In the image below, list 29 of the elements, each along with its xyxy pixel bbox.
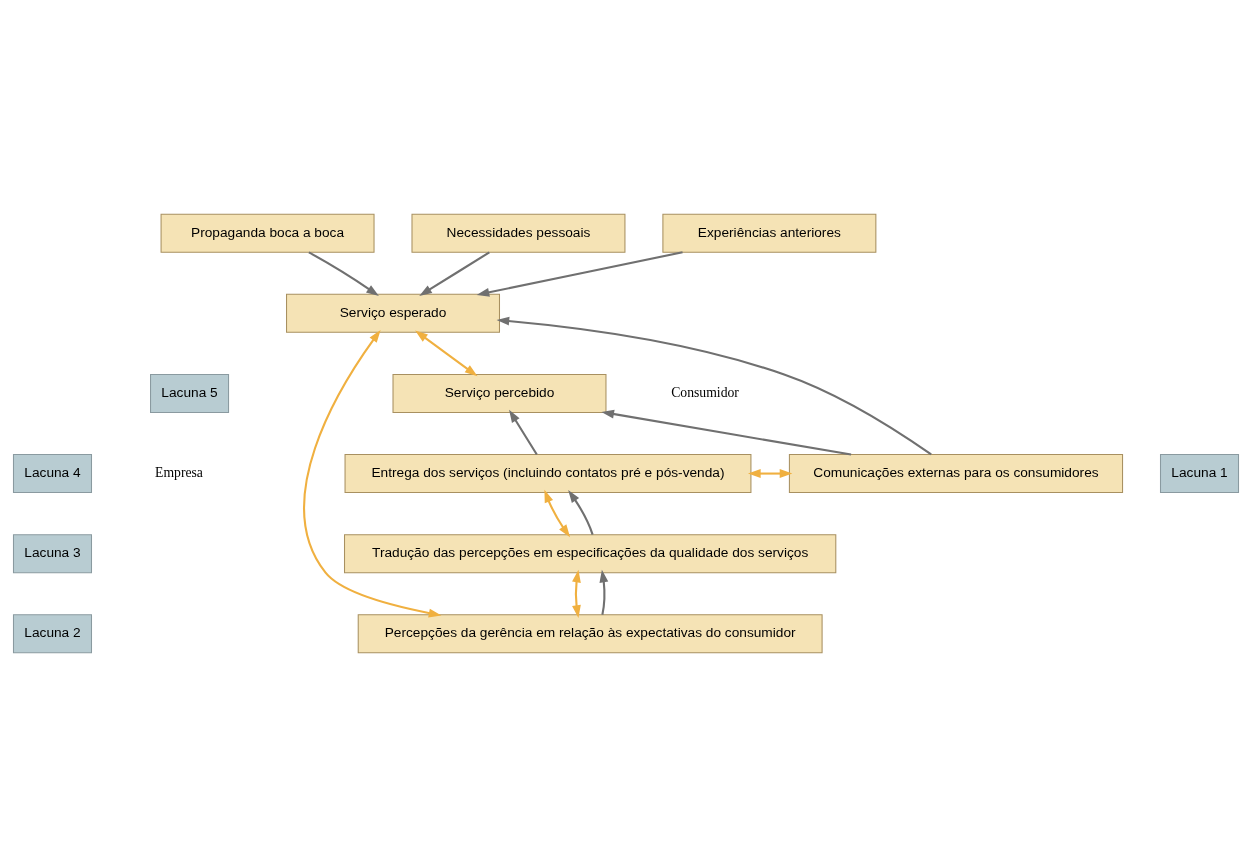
node-box: Lacuna 4 xyxy=(12,454,93,494)
arrow xyxy=(496,316,932,456)
arrow xyxy=(599,569,609,615)
node-box: Lacuna 5 xyxy=(150,373,230,413)
node-box: Experiências anteriores xyxy=(662,213,877,253)
node-box: Tradução das percepções em especificações da qualidade dos serviços xyxy=(344,534,837,574)
node-box: Propaganda boca a boca xyxy=(160,213,375,253)
arrow xyxy=(572,569,581,618)
arrow xyxy=(544,489,571,538)
node-box: Comunicações externas para os consumidores xyxy=(788,454,1124,494)
node-box: Lacuna 2 xyxy=(12,614,93,654)
arrow xyxy=(568,490,594,535)
arrow xyxy=(303,329,442,618)
arrow xyxy=(601,409,852,456)
label: Consumidor xyxy=(671,385,739,401)
node-box: Percepções da gerência em relação às expectativas do consumidor xyxy=(357,614,823,654)
arrow xyxy=(415,330,478,377)
node-box: Necessidades pessoais xyxy=(411,213,626,253)
arrow xyxy=(509,409,538,456)
arrow xyxy=(476,251,683,297)
node-box: Lacuna 3 xyxy=(12,534,93,574)
node-box: Serviço percebido xyxy=(392,373,607,413)
arrow xyxy=(419,251,490,296)
node-box: Lacuna 1 xyxy=(1159,454,1240,494)
label: Empresa xyxy=(155,465,203,481)
node-box: Entrega dos serviços (incluindo contatos pré e pós-venda) xyxy=(344,454,752,494)
arrow xyxy=(748,469,793,478)
arrow xyxy=(308,251,379,297)
node-box: Serviço esperado xyxy=(286,293,500,333)
